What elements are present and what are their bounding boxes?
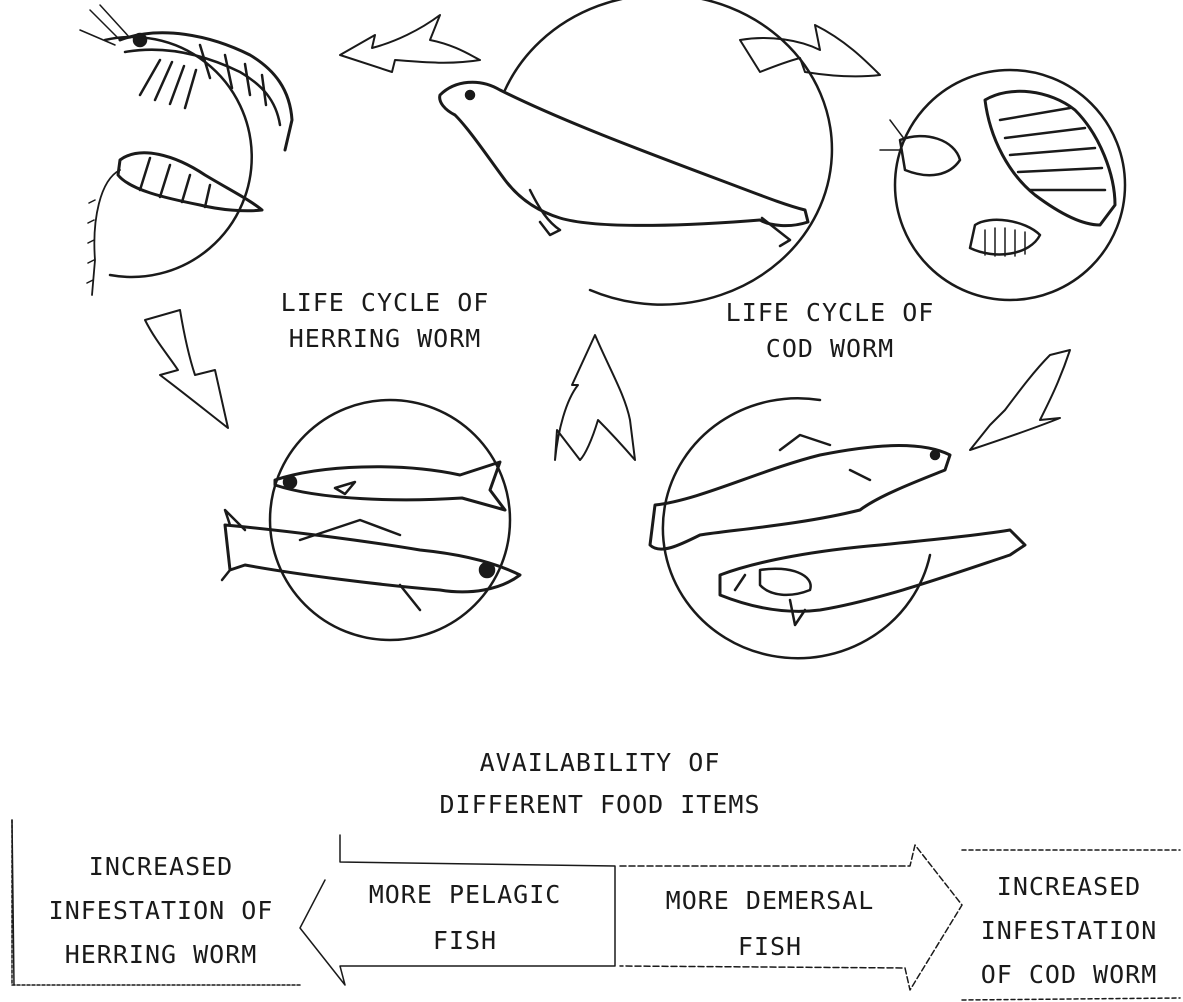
more-demersal-line-1: MORE DEMERSAL (625, 878, 915, 924)
availability-line-1: AVAILABILITY OF (400, 742, 800, 784)
increased-cod-line-2: INFESTATION (958, 909, 1180, 953)
more-demersal-label: MORE DEMERSAL FISH (625, 878, 915, 970)
herring-cycle-line-2: HERRING WORM (240, 321, 530, 357)
more-pelagic-line-2: FISH (330, 918, 600, 964)
increased-cod-line-1: INCREASED (958, 865, 1180, 909)
more-demersal-line-2: FISH (625, 924, 915, 970)
arrow-krill-to-herring-icon (145, 310, 228, 428)
arrow-seal-to-krill-icon (340, 15, 480, 72)
increased-herring-line-3: HERRING WORM (16, 933, 306, 977)
increased-herring-line-2: INFESTATION OF (16, 889, 306, 933)
increased-cod-label: INCREASED INFESTATION OF COD WORM (958, 865, 1180, 997)
herring-cycle-label: LIFE CYCLE OF HERRING WORM (240, 285, 530, 357)
herring-cycle-line-1: LIFE CYCLE OF (240, 285, 530, 321)
seal-icon (440, 0, 832, 305)
cod-cycle-line-1: LIFE CYCLE OF (690, 295, 970, 331)
krill-crustacean-icon (80, 5, 292, 295)
more-pelagic-line-1: MORE PELAGIC (330, 872, 600, 918)
availability-heading: AVAILABILITY OF DIFFERENT FOOD ITEMS (400, 742, 800, 826)
availability-line-2: DIFFERENT FOOD ITEMS (400, 784, 800, 826)
increased-herring-line-1: INCREASED (16, 845, 306, 889)
demersal-fish-icon (650, 398, 1025, 658)
increased-herring-label: INCREASED INFESTATION OF HERRING WORM (16, 845, 306, 977)
arrow-fish-to-seal-icon (555, 335, 635, 460)
increased-cod-line-3: OF COD WORM (958, 953, 1180, 997)
cod-cycle-line-2: COD WORM (690, 331, 970, 367)
arrow-isopod-to-cod-icon (970, 350, 1070, 450)
isopod-crustacean-icon (880, 70, 1125, 300)
cod-cycle-label: LIFE CYCLE OF COD WORM (690, 295, 970, 367)
more-pelagic-label: MORE PELAGIC FISH (330, 872, 600, 964)
pelagic-fish-icon (222, 400, 520, 640)
arrow-seal-to-isopod-icon (740, 25, 880, 76)
